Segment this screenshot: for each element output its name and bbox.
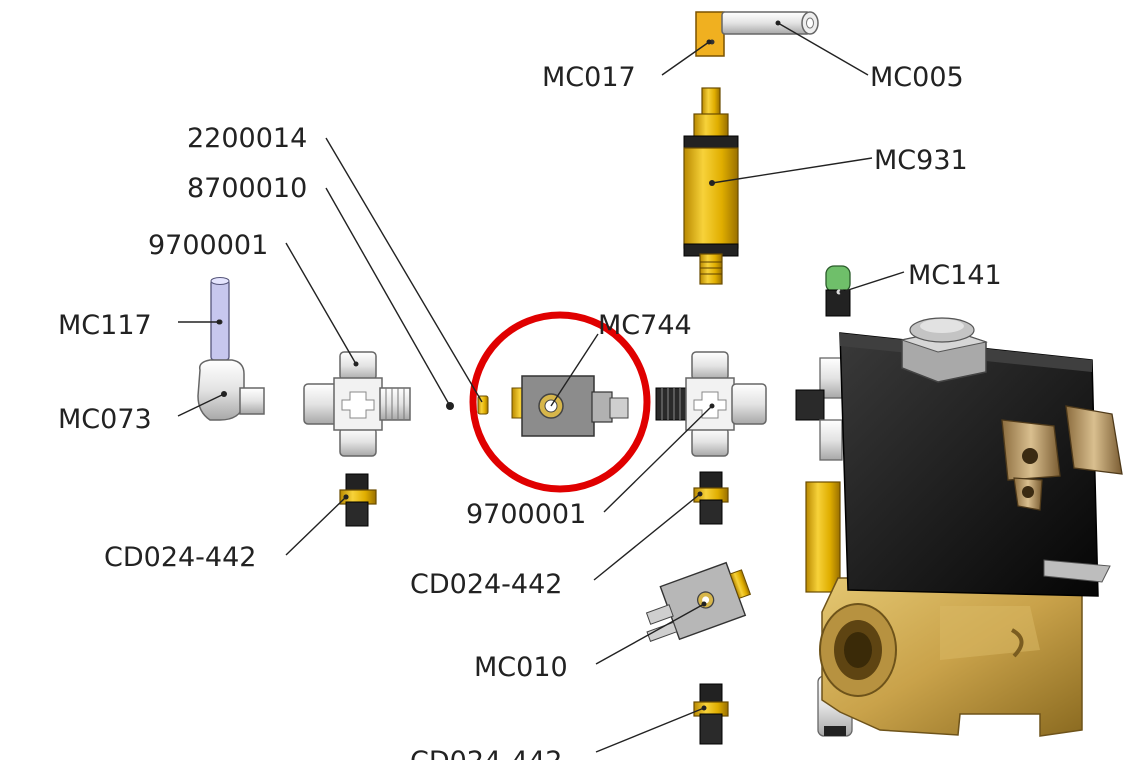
part-mc117 [210, 277, 230, 361]
label-cd024-442-bottom: CD024-442 [410, 746, 562, 760]
label-mc005: MC005 [870, 62, 964, 93]
label-mc017: MC017 [542, 62, 636, 93]
part-cross-fitting-left [303, 351, 411, 457]
part-mc010 [645, 561, 752, 642]
label-mc141: MC141 [908, 260, 1002, 291]
label-cd024-442-mid: CD024-442 [410, 569, 562, 600]
part-mc744 [511, 375, 629, 437]
part-mc005 [721, 11, 819, 35]
solenoid-valve-photo-icon [819, 317, 1123, 737]
label-9700001-top: 9700001 [148, 230, 268, 261]
label-cd024-442-left: CD024-442 [104, 542, 256, 573]
label-mc744: MC744 [598, 310, 692, 341]
part-cd024-442-left [339, 473, 377, 527]
label-2200014: 2200014 [187, 123, 307, 154]
part-cross-fitting-right [655, 351, 767, 457]
label-9700001-mid: 9700001 [466, 499, 586, 530]
label-mc073: MC073 [58, 404, 152, 435]
leader-lines [177, 22, 905, 753]
label-8700010: 8700010 [187, 173, 307, 204]
part-mc931 [683, 87, 739, 285]
part-cd024-442-bottom [693, 683, 729, 745]
highlight-circle-icon [469, 311, 651, 493]
part-mc017 [695, 11, 725, 57]
leader-dots [216, 20, 845, 711]
label-mc117: MC117 [58, 310, 152, 341]
label-mc010: MC010 [474, 652, 568, 683]
part-mc073 [197, 359, 265, 421]
part-mc141 [825, 265, 851, 317]
part-cd024-442-mid [693, 471, 729, 525]
label-mc931: MC931 [874, 145, 968, 176]
